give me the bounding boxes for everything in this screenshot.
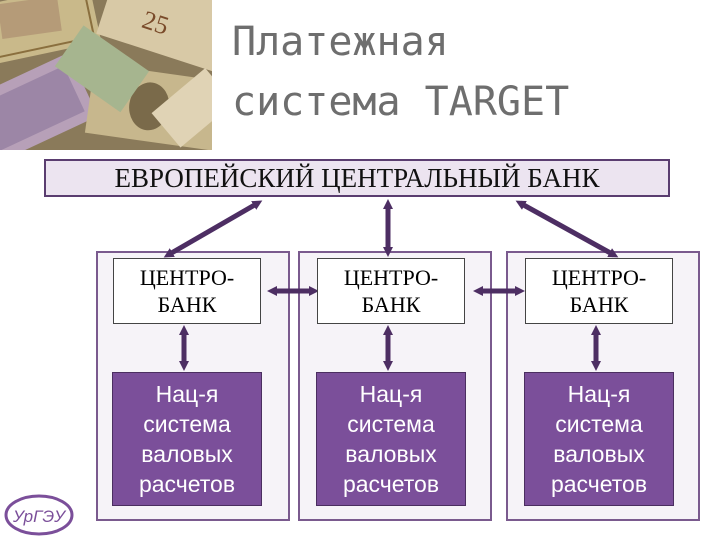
national-rtgs-box-2: Нац-я система валовых расчетов (316, 372, 466, 506)
central-bank-box-1: ЦЕНТРО- БАНК (113, 258, 261, 324)
cb-label-line2: БАНК (569, 292, 629, 317)
arrow-ecb-cb3 (515, 200, 619, 258)
rtgs-line3: валовых (345, 441, 437, 467)
title-line-2: система TARGET (232, 79, 570, 125)
cb-label-line2: БАНК (157, 292, 217, 317)
ecb-box: ЕВРОПЕЙСКИЙ ЦЕНТРАЛЬНЫЙ БАНК (44, 159, 670, 197)
rtgs-line2: система (555, 411, 643, 437)
cb-label-line1: ЦЕНТРО- (139, 265, 235, 290)
rtgs-line3: валовых (141, 441, 233, 467)
cb-label-line1: ЦЕНТРО- (343, 265, 439, 290)
rtgs-line1: Нац-я (359, 381, 423, 407)
rtgs-line1: Нац-я (567, 381, 631, 407)
central-bank-box-2: ЦЕНТРО- БАНК (317, 258, 465, 324)
cb-label-line1: ЦЕНТРО- (551, 265, 647, 290)
rtgs-line3: валовых (553, 441, 645, 467)
rtgs-line1: Нац-я (155, 381, 219, 407)
arrow-ecb-cb1 (163, 200, 263, 258)
rtgs-line2: система (143, 411, 231, 437)
usue-logo: УрГЭУ (4, 494, 74, 536)
rtgs-line4: расчетов (342, 471, 440, 497)
rtgs-line4: расчетов (550, 471, 648, 497)
banknotes-image: 25 (0, 0, 212, 150)
ecb-label: ЕВРОПЕЙСКИЙ ЦЕНТРАЛЬНЫЙ БАНК (114, 162, 600, 193)
rtgs-line4: расчетов (138, 471, 236, 497)
rtgs-line2: система (347, 411, 435, 437)
central-bank-box-3: ЦЕНТРО- БАНК (525, 258, 673, 324)
national-rtgs-box-3: Нац-я система валовых расчетов (524, 372, 674, 506)
svg-text:УрГЭУ: УрГЭУ (12, 507, 67, 526)
title-line-1: Платежная (232, 19, 449, 65)
cb-label-line2: БАНК (361, 292, 421, 317)
national-rtgs-box-1: Нац-я система валовых расчетов (112, 372, 262, 506)
slide-title: Платежная система TARGET (232, 12, 702, 132)
